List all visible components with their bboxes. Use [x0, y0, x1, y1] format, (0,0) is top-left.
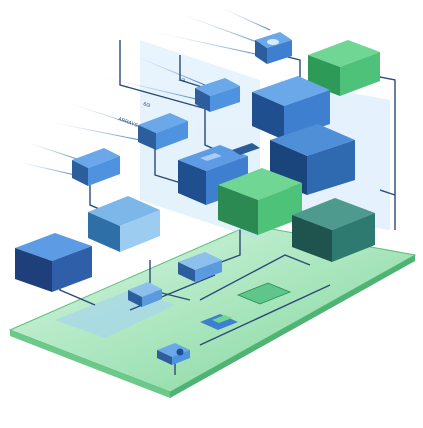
ports-label-c: ARRAYS — [117, 116, 139, 129]
board-c[interactable] — [200, 314, 238, 330]
node-chain-2[interactable] — [138, 113, 188, 150]
board-b[interactable] — [128, 282, 162, 307]
data-streaks — [9, 4, 271, 176]
camera-device[interactable] — [157, 343, 190, 365]
board-green[interactable] — [236, 282, 292, 305]
server-teal-right[interactable] — [292, 198, 375, 262]
server-green-center[interactable] — [218, 168, 302, 235]
node-top[interactable] — [255, 32, 292, 64]
node-chain-3[interactable] — [72, 148, 120, 186]
node-chain-1[interactable] — [195, 78, 240, 112]
device-center-blue[interactable] — [178, 143, 260, 205]
server-blue-left[interactable] — [15, 233, 92, 292]
device-left-mid[interactable] — [88, 196, 160, 252]
ports-label-b: 6/3 — [142, 101, 151, 109]
ports-label-a: 1/3 — [177, 76, 186, 84]
board-a[interactable] — [178, 252, 222, 282]
